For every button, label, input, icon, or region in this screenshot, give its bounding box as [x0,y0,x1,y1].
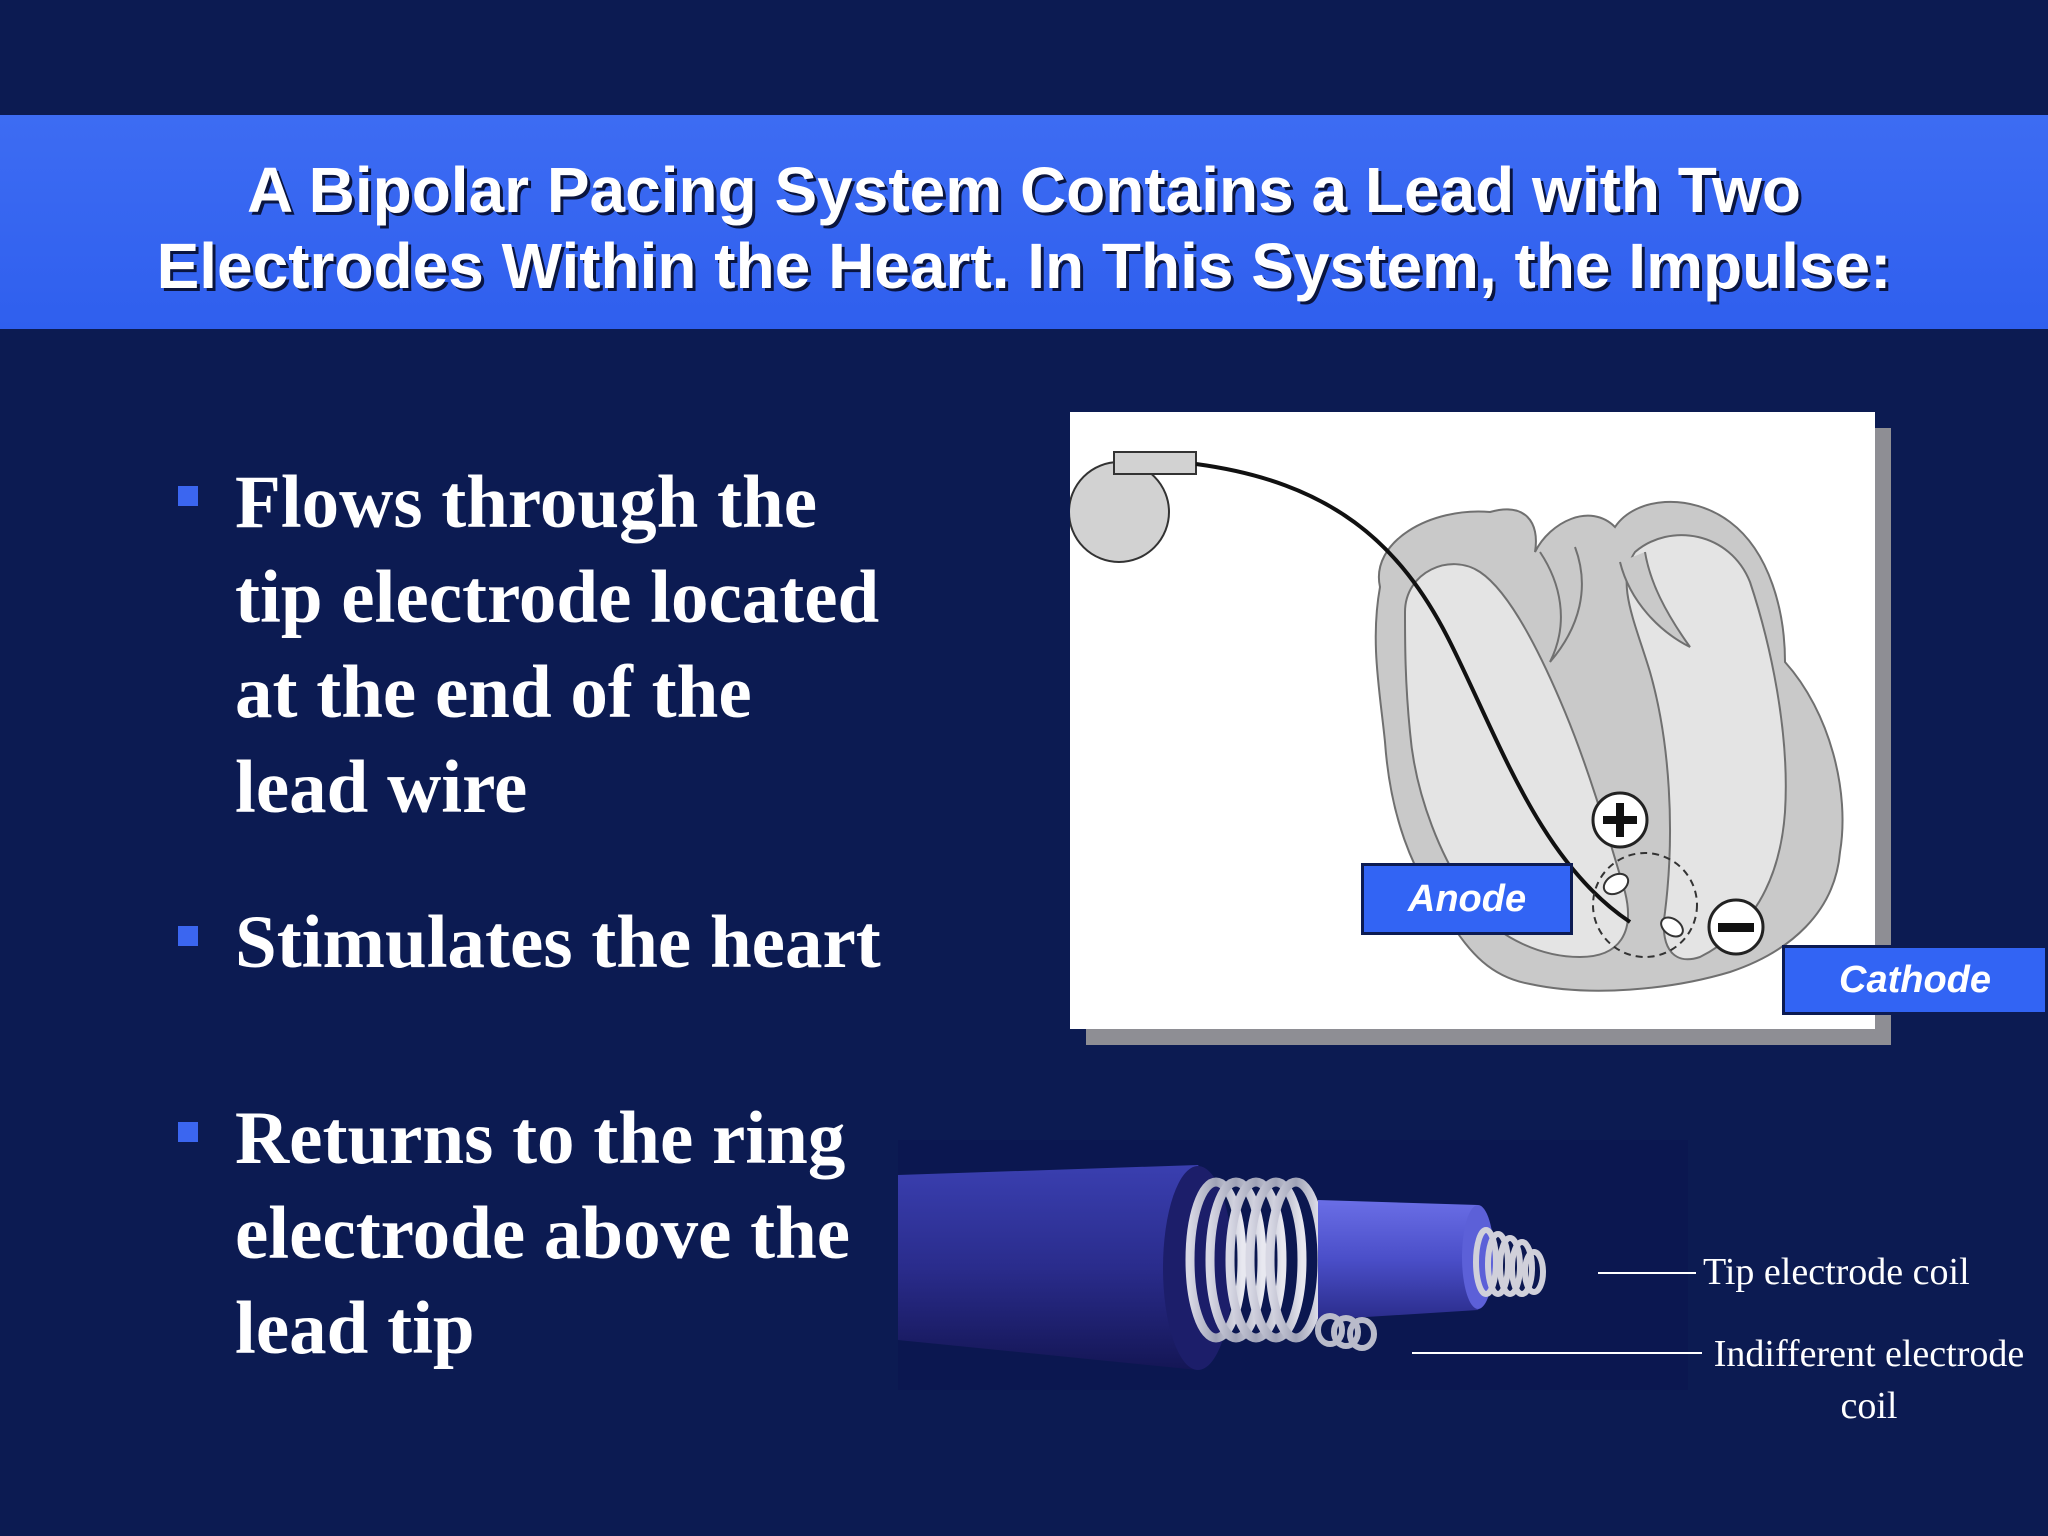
left-ventricle [1625,534,1787,961]
bullet-square-icon [178,926,198,946]
bullet-line: Stimulates the heart [235,901,881,984]
inner-insulation [1318,1200,1490,1320]
indifferent-leader-line [1412,1352,1702,1354]
outer-insulation [898,1165,1217,1370]
lead-cross-section [898,1140,1688,1390]
bullet-line: lead wire [235,746,528,829]
bullet-square-icon [178,486,198,506]
tip-coil [1473,1227,1546,1297]
bullet-line: Flows through the [235,461,818,544]
anode-callout: Anode [1361,863,1573,935]
bullet-line: tip electrode located [235,556,880,639]
lead-wire [1195,462,1632,924]
tip-electrode-coil-label: Tip electrode coil [1703,1251,1970,1293]
bullet-line: lead tip [235,1287,475,1370]
tip-electrode [1660,916,1684,938]
lead-illustration [898,1140,1688,1390]
indifferent-coil-lower [1315,1313,1377,1351]
ring-electrode [1602,872,1630,896]
pacemaker-generator [1070,461,1170,563]
indifferent-electrode-coil-label: Indifferent electrode coil [1713,1333,2025,1427]
title-line-1: A Bipolar Pacing System Contains a Lead … [246,154,1802,226]
bullet-line: electrode above the [235,1192,851,1275]
bullet-text: Flows through the tip electrode located … [235,455,995,835]
bullet-square-icon [178,1122,198,1142]
bullet-text: Stimulates the heart [235,895,995,990]
electrode-zone [1592,852,1698,958]
valve-flap [1619,551,1691,648]
title-line-2: Electrodes Within the Heart. In This Sys… [156,230,1892,302]
title-band [0,115,2048,329]
bullet-line: at the end of the [235,651,752,734]
tip-leader-line [1598,1272,1696,1274]
pacemaker-header [1113,451,1197,475]
heart-illustration [1070,451,1844,992]
slide-title: A Bipolar Pacing System Contains a Lead … [0,152,2048,304]
cathode-callout: Cathode [1782,945,2048,1015]
heart-diagram [1070,412,1875,1029]
valve-flap [1539,546,1583,663]
bullet-line: Returns to the ring [235,1097,846,1180]
bullet-text: Returns to the ring electrode above the … [235,1091,995,1376]
